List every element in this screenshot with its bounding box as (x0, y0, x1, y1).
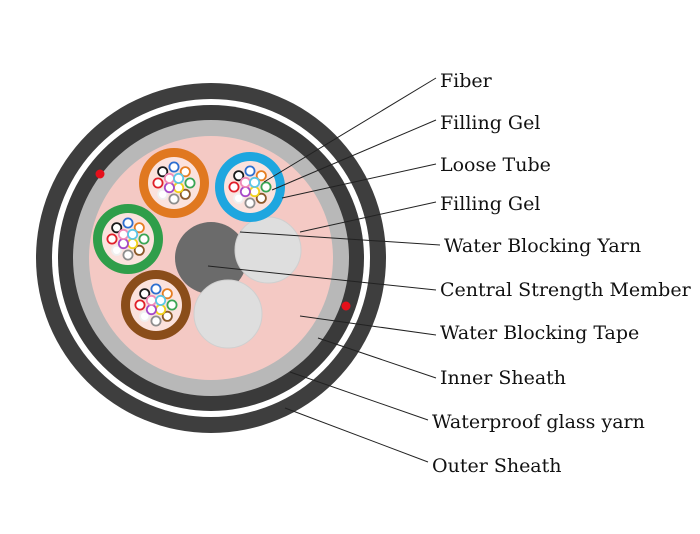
label-fiber: Fiber (440, 70, 493, 92)
loose-tube (121, 270, 191, 340)
leader-waterproof-glass-yarn (289, 371, 429, 421)
fiber (173, 182, 185, 194)
leader-loose-tube (281, 163, 437, 199)
ripcord-dot (95, 169, 105, 179)
water-blocking-yarn-filler (193, 279, 263, 349)
fiber (184, 177, 196, 189)
fiber (233, 170, 245, 182)
fiber (117, 238, 129, 250)
fiber (260, 181, 272, 193)
fiber (139, 310, 151, 322)
fiber (145, 294, 157, 306)
fiber (122, 249, 134, 261)
fiber (127, 238, 139, 250)
fiber (161, 288, 173, 300)
fiber (179, 188, 191, 200)
fiber (166, 299, 178, 311)
label-water-blocking-yarn: Water Blocking Yarn (444, 235, 641, 257)
fiber (106, 233, 118, 245)
fiber (150, 283, 162, 295)
leader-fiber (263, 77, 437, 183)
label-inner-sheath: Inner Sheath (440, 367, 566, 389)
loose-tube (215, 152, 285, 222)
leader-outer-sheath (284, 407, 429, 463)
leader-water-blocking-yarn (239, 231, 441, 246)
label-loose-tube: Loose Tube (440, 154, 551, 176)
fiber (244, 197, 256, 209)
label-water-blocking-tape: Water Blocking Tape (440, 322, 639, 344)
label-waterproof-glass-yarn: Waterproof glass yarn (432, 411, 645, 433)
fiber (138, 233, 150, 245)
fiber (152, 177, 164, 189)
fiber (133, 222, 145, 234)
fiber (134, 299, 146, 311)
label-outer-sheath: Outer Sheath (432, 455, 562, 477)
fiber (168, 193, 180, 205)
fiber (133, 244, 145, 256)
fiber (145, 304, 157, 316)
fiber (168, 161, 180, 173)
fiber (163, 182, 175, 194)
fiber (122, 217, 134, 229)
fiber (233, 192, 245, 204)
fiber (255, 192, 267, 204)
fiber (139, 288, 151, 300)
leader-central-strength-member (207, 265, 437, 291)
central-strength-member (175, 222, 247, 294)
fiber (157, 188, 169, 200)
label-filling-gel-2: Filling Gel (440, 193, 540, 215)
fiber (163, 172, 175, 184)
fiber (155, 304, 167, 316)
fiber (127, 228, 139, 240)
fiber (111, 222, 123, 234)
fiber (157, 166, 169, 178)
fiber (239, 186, 251, 198)
leader-inner-sheath (317, 337, 437, 379)
fiber (239, 176, 251, 188)
fiber (244, 165, 256, 177)
fiber (155, 294, 167, 306)
fiber (228, 181, 240, 193)
leader-water-blocking-tape (299, 315, 437, 336)
label-filling-gel-1: Filling Gel (440, 112, 540, 134)
fiber (161, 310, 173, 322)
loose-tube (139, 148, 209, 218)
fiber (255, 170, 267, 182)
fiber (117, 228, 129, 240)
fiber (249, 186, 261, 198)
leader-filling-gel-2 (299, 201, 437, 233)
label-central-strength-member: Central Strength Member (440, 279, 692, 301)
ripcord-dot (341, 301, 351, 311)
fiber (173, 172, 185, 184)
fiber (249, 176, 261, 188)
loose-tube (93, 204, 163, 274)
water-blocking-yarn-filler (234, 216, 302, 284)
leader-filling-gel-1 (271, 119, 437, 191)
fiber (111, 244, 123, 256)
fiber (150, 315, 162, 327)
fiber (179, 166, 191, 178)
